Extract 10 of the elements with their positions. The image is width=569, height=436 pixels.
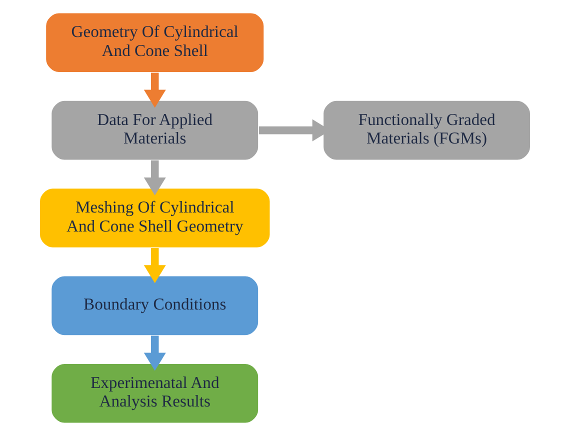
arrow xyxy=(143,72,166,108)
node-box: Experimenatal And Analysis Results xyxy=(50,362,259,424)
node-box: Functionally Graded Materials (FGMs) xyxy=(322,100,531,161)
arrow xyxy=(143,336,166,371)
arrow xyxy=(143,160,166,196)
node-box: Geometry Of Cylindrical And Cone Shell xyxy=(44,12,264,74)
arrow xyxy=(143,248,166,284)
node-box: Boundary Conditions xyxy=(50,275,259,336)
node-box: Meshing Of Cylindrical And Cone Shell Geometry xyxy=(38,187,270,249)
node-box: Data For Applied Materials xyxy=(50,100,259,161)
